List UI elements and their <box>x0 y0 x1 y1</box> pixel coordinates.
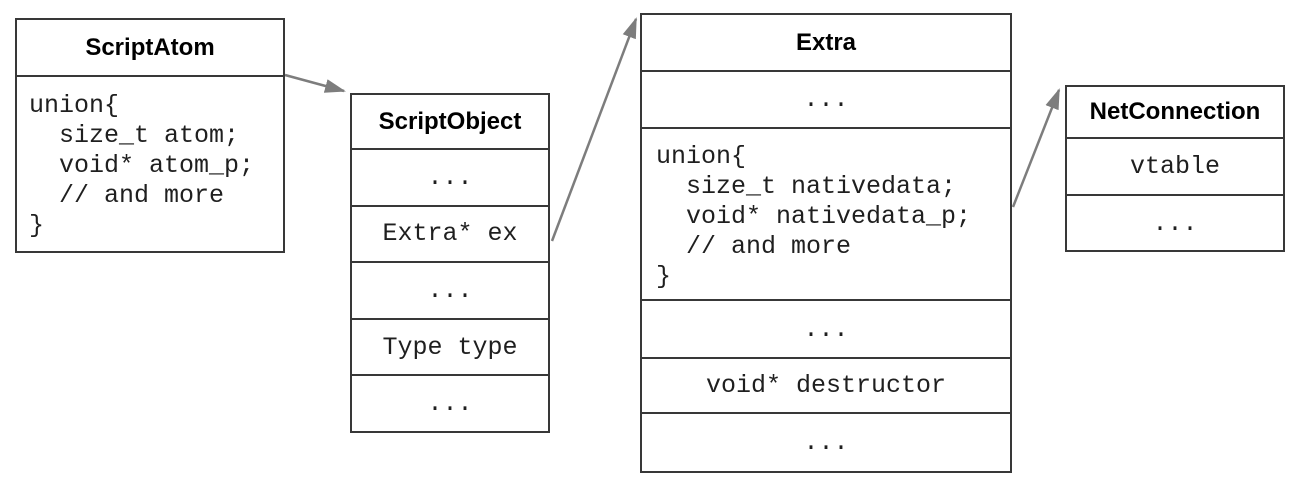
box-script-atom-title: ScriptAtom <box>85 33 215 61</box>
box-script-object-row-ellipsis-2: ... <box>352 261 548 318</box>
box-extra: Extra ... union{ size_t nativedata; void… <box>640 13 1012 473</box>
box-script-object-row-ellipsis-1: ... <box>352 148 548 205</box>
box-extra-row-ellipsis-1: ... <box>642 70 1010 127</box>
arrow-scriptatom-to-scriptobject <box>284 73 346 93</box>
box-script-atom-code: union{ size_t atom; void* atom_p; // and… <box>17 75 283 241</box>
box-script-object-row-extra-ex: Extra* ex <box>352 204 548 262</box>
box-script-object: ScriptObject ... Extra* ex ... Type type… <box>350 93 550 433</box>
box-extra-row-ellipsis-3: ... <box>642 412 1010 471</box>
box-net-connection-title: NetConnection <box>1089 98 1261 125</box>
box-extra-union-code: union{ size_t nativedata; void* nativeda… <box>642 127 1010 299</box>
box-extra-row-ellipsis-2: ... <box>642 299 1010 357</box>
box-net-connection: NetConnection vtable ... <box>1065 85 1285 252</box>
box-extra-row-destructor: void* destructor <box>642 357 1010 412</box>
arrow-extra-to-netconnection <box>1011 88 1061 208</box>
arrow-extra-ex-to-extra <box>550 17 638 242</box>
box-script-object-row-ellipsis-3: ... <box>352 374 548 431</box>
box-script-object-title: ScriptObject <box>378 107 522 135</box>
box-script-atom: ScriptAtom union{ size_t atom; void* ato… <box>15 18 285 253</box>
box-extra-title: Extra <box>795 28 857 56</box>
box-net-connection-row-vtable: vtable <box>1067 137 1283 194</box>
box-script-object-row-type-type: Type type <box>352 317 548 375</box>
box-net-connection-row-ellipsis: ... <box>1067 194 1283 250</box>
